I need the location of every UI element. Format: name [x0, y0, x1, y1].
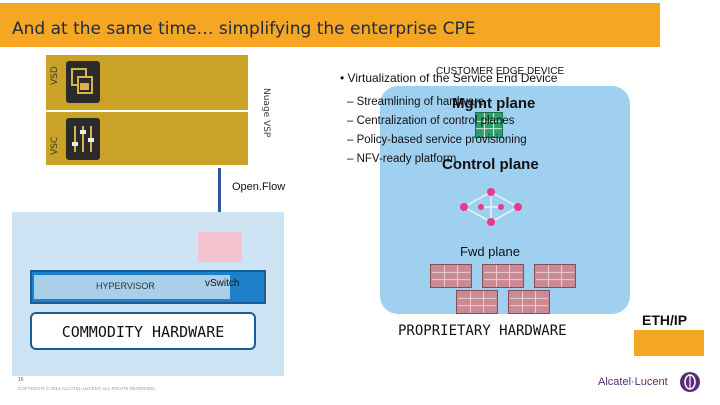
- network-topology-icon: [460, 188, 522, 226]
- eth-ip-label: ETH/IP: [642, 312, 688, 328]
- vsc-label: VSC: [50, 136, 60, 155]
- eth-ip-box: [634, 330, 704, 356]
- port-block: [508, 290, 550, 314]
- mgmt-plane-label: Mgmt plane: [452, 95, 536, 112]
- vsd-panel: [46, 55, 248, 110]
- control-plane-label: Control plane: [442, 156, 539, 173]
- company-logo-icon: [680, 372, 700, 392]
- port-block: [430, 264, 472, 288]
- commodity-hardware-box: COMMODITY HARDWARE: [30, 312, 256, 350]
- port-block: [456, 290, 498, 314]
- hypervisor-inner: [34, 275, 230, 299]
- proprietary-hardware-label: PROPRIETARY HARDWARE: [398, 323, 567, 339]
- fwd-plane-label: Fwd plane: [460, 244, 520, 259]
- bullet-main: • Virtualization of the Service End Devi…: [340, 71, 558, 85]
- company-logo-text: Alcatel·Lucent: [598, 376, 668, 388]
- slide-title: And at the same time… simplifying the en…: [12, 19, 476, 39]
- cpe-overlay-title: CUSTOMER EDGE DEVICE: [436, 66, 565, 77]
- vsc-sliders-icon: [66, 118, 100, 160]
- copyright-text: COPYRIGHT © 2014 ALCATEL-LUCENT. ALL RIG…: [18, 386, 156, 391]
- vnf-box: [198, 232, 242, 262]
- sub-bullet: – Policy-based service provisioning: [347, 134, 527, 146]
- mgmt-grid-icon: [475, 112, 503, 138]
- commodity-hardware-label: COMMODITY HARDWARE: [61, 323, 225, 341]
- port-block: [534, 264, 576, 288]
- vswitch-label: vSwitch: [205, 278, 240, 289]
- sub-bullet: – Streamlining of hardware: [347, 96, 485, 108]
- vsd-label: VSD: [50, 66, 60, 85]
- title-bar: And at the same time… simplifying the en…: [0, 3, 660, 47]
- nuage-vsp-label: Nuage VSP: [261, 88, 271, 138]
- hypervisor-label: HYPERVISOR: [96, 281, 155, 291]
- vsd-windows-icon: [66, 61, 100, 103]
- page-number: 16: [18, 377, 24, 383]
- openflow-label: Open.Flow: [232, 181, 286, 193]
- sub-bullet: – NFV-ready platform: [347, 153, 457, 165]
- vsc-panel: [46, 112, 248, 165]
- openflow-arrow: [218, 168, 221, 230]
- port-block: [482, 264, 524, 288]
- sub-bullet: – Centralization of control planes: [347, 115, 515, 127]
